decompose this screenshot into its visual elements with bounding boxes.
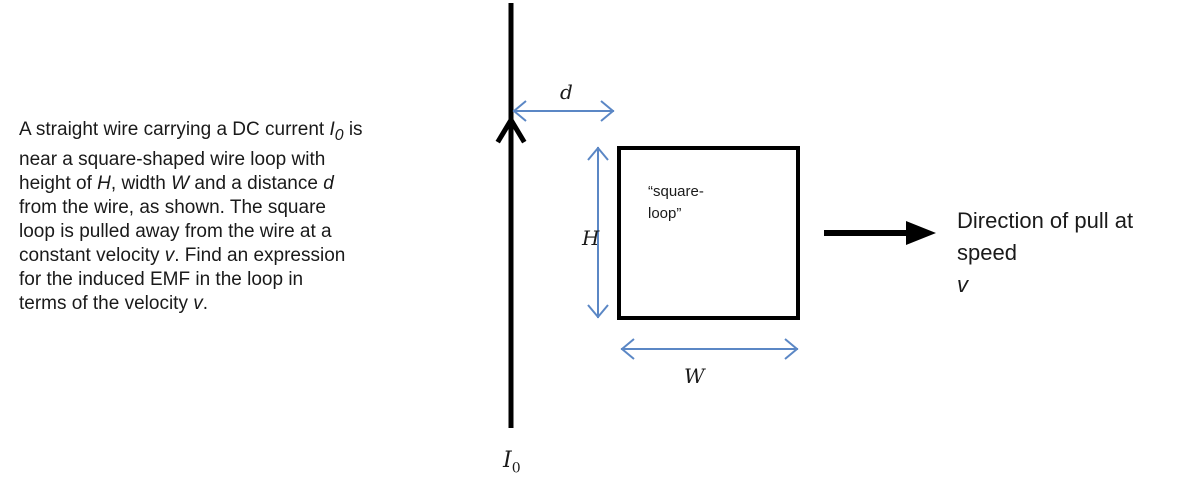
- problem-line-1: A straight wire carrying a DC current I0…: [19, 119, 363, 144]
- pull-text-line-2: speed v: [957, 240, 1017, 297]
- pull-text-line-1: Direction of pull at: [957, 208, 1134, 233]
- problem-statement: A straight wire carrying a DC current I0…: [19, 118, 449, 316]
- current-label: I0: [503, 448, 521, 477]
- distance-label: d: [560, 80, 573, 104]
- problem-line-4: from the wire, as shown. The square: [19, 196, 326, 218]
- width-label: W: [684, 364, 705, 388]
- pull-direction-arrow: [824, 221, 936, 245]
- problem-line-6: constant velocity v. Find an expression: [19, 244, 346, 266]
- problem-line-5: loop is pulled away from the wire at a: [19, 220, 332, 242]
- width-arrow: [620, 338, 799, 360]
- current-direction-arrow: [495, 115, 527, 144]
- problem-line-8: terms of the velocity v.: [19, 292, 209, 314]
- height-arrow: [587, 146, 609, 319]
- problem-line-3: height of H, width W and a distance d: [19, 172, 334, 194]
- loop-caption: “square- loop”: [648, 181, 704, 225]
- pull-direction-text: Direction of pull at speed v: [957, 205, 1133, 301]
- distance-arrow: [512, 100, 615, 122]
- problem-line-7: for the induced EMF in the loop in: [19, 268, 304, 290]
- problem-line-2: near a square-shaped wire loop with: [19, 148, 326, 170]
- square-loop: [617, 146, 800, 320]
- height-label: H: [582, 226, 600, 250]
- loop-caption-line-2: loop”: [648, 205, 682, 222]
- loop-caption-line-1: “square-: [648, 183, 704, 200]
